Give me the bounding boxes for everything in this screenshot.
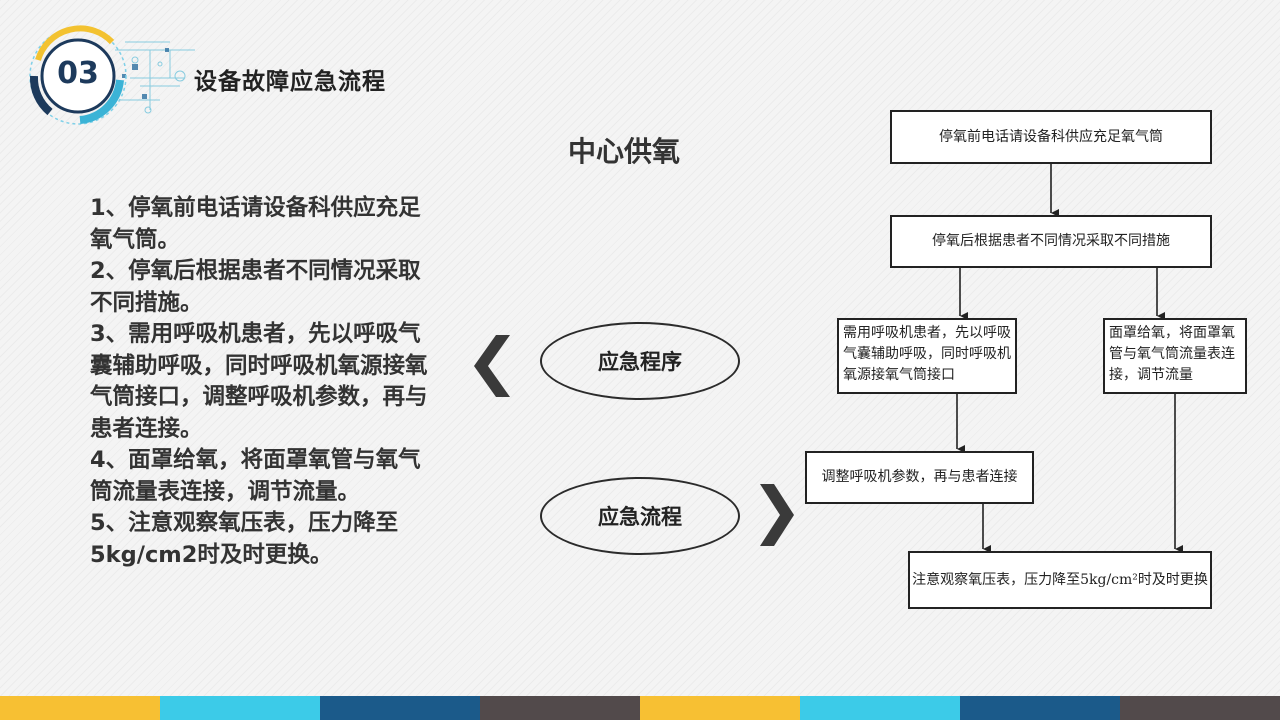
chevron-right-icon bbox=[760, 484, 794, 546]
emergency-flow-label: 应急流程 bbox=[540, 477, 740, 555]
bar-segment bbox=[0, 696, 160, 720]
step-item: 5、注意观察氧压表，压力降至5kg/cm2时及时更换。 bbox=[90, 510, 399, 568]
bar-segment bbox=[320, 696, 480, 720]
flow-box-6: 注意观察氧压表，压力降至5kg/cm²时及时更换 bbox=[908, 551, 1212, 609]
chevron-left-icon bbox=[474, 335, 510, 397]
flow-box-1: 停氧前电话请设备科供应充足氧气筒 bbox=[890, 110, 1212, 164]
bar-segment bbox=[800, 696, 960, 720]
section-number: 03 bbox=[57, 56, 99, 91]
center-title: 中心供氧 bbox=[568, 135, 681, 168]
flow-box-3: 需用呼吸机患者，先以呼吸气囊辅助呼吸，同时呼吸机氧源接氧气筒接口 bbox=[837, 318, 1017, 394]
step-item: 3、需用呼吸机患者，先以呼吸气囊辅助呼吸，同时呼吸机氧源接氧气筒接口，调整呼吸机… bbox=[90, 321, 428, 442]
flow-box-5: 调整呼吸机参数，再与患者连接 bbox=[805, 451, 1034, 504]
bottom-color-bar bbox=[0, 696, 1280, 720]
section-title: 设备故障应急流程 bbox=[194, 69, 386, 95]
section-badge-icon bbox=[29, 25, 195, 125]
step-item: 1、停氧前电话请设备科供应充足氧气筒。 bbox=[90, 195, 421, 253]
steps-list: 1、停氧前电话请设备科供应充足氧气筒。 2、停氧后根据患者不同情况采取不同措施。… bbox=[90, 193, 435, 571]
bar-segment bbox=[640, 696, 800, 720]
bar-segment bbox=[160, 696, 320, 720]
step-item: 2、停氧后根据患者不同情况采取不同措施。 bbox=[90, 258, 421, 316]
flow-box-2: 停氧后根据患者不同情况采取不同措施 bbox=[890, 215, 1212, 268]
bar-segment bbox=[480, 696, 640, 720]
flow-box-4: 面罩给氧，将面罩氧管与氧气筒流量表连接，调节流量 bbox=[1103, 318, 1247, 394]
bar-segment bbox=[960, 696, 1120, 720]
bar-segment bbox=[1120, 696, 1280, 720]
emergency-procedure-label: 应急程序 bbox=[540, 322, 740, 400]
step-item: 4、面罩给氧，将面罩氧管与氧气筒流量表连接，调节流量。 bbox=[90, 447, 421, 505]
